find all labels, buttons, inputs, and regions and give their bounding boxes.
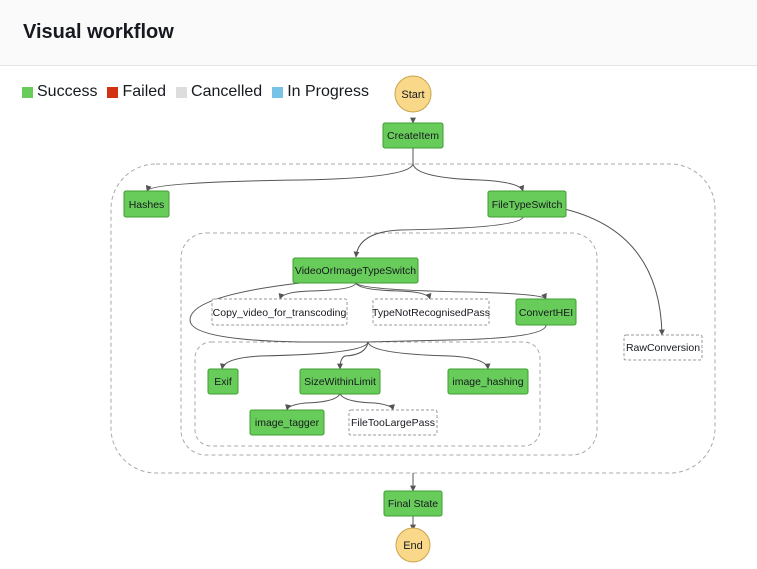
page-header: Visual workflow <box>0 0 757 66</box>
state-label: TypeNotRecognisedPass <box>372 307 490 319</box>
legend-label: Cancelled <box>191 83 263 100</box>
edge-fork-filetypeswitch <box>412 163 525 192</box>
edge-sizewithinlimit-imagetagger <box>285 392 341 411</box>
edge-videoorimage-inner-parallel <box>189 282 368 343</box>
state-label: Hashes <box>129 199 165 211</box>
state-videoorimagetypeswitch[interactable]: VideoOrImageTypeSwitch <box>292 257 419 284</box>
state-hashes[interactable]: Hashes <box>123 190 170 218</box>
legend-item-failed: Failed <box>107 83 166 101</box>
state-filetoolargepass[interactable]: FileTooLargePass <box>348 409 438 436</box>
end-node[interactable]: End <box>395 527 431 563</box>
edge-inner-exif <box>220 341 369 370</box>
state-final-state[interactable]: Final State <box>383 490 443 517</box>
edge-fork-hashes <box>145 163 414 192</box>
edge-filetypeswitch-videoorimage <box>353 216 524 258</box>
start-label: Start <box>401 89 424 101</box>
page-title: Visual workflow <box>23 21 174 43</box>
state-label: RawConversion <box>626 342 700 354</box>
state-label: Final State <box>388 498 438 510</box>
parallel-group-middle <box>180 232 598 456</box>
parallel-group-outer <box>110 163 716 474</box>
state-filetypeswitch[interactable]: FileTypeSwitch <box>487 190 567 218</box>
state-exif[interactable]: Exif <box>207 368 239 395</box>
state-image-tagger[interactable]: image_tagger <box>249 409 325 436</box>
start-node[interactable]: Start <box>394 75 432 113</box>
state-label: FileTypeSwitch <box>492 199 563 211</box>
legend-item-success: Success <box>22 83 97 101</box>
legend-swatch-in-progress <box>272 86 284 98</box>
legend-item-in-progress: In Progress <box>272 83 369 101</box>
state-typenotrecognisedpass[interactable]: TypeNotRecognisedPass <box>372 298 490 326</box>
edge-inner-imagehashing <box>367 341 491 370</box>
legend-label: Success <box>37 83 98 100</box>
state-label: Exif <box>214 376 232 388</box>
legend-label: Failed <box>122 83 167 100</box>
edge-sizewithinlimit-filetoolarge <box>339 392 395 411</box>
edge-videoorimage-copyvideo <box>278 282 357 300</box>
state-label: FileTooLargePass <box>351 417 435 429</box>
state-copy-video-for-transcoding[interactable]: Copy_video_for_transcoding <box>211 298 348 326</box>
state-image-hashing[interactable]: image_hashing <box>447 368 529 395</box>
state-converthei[interactable]: ConvertHEI <box>515 298 577 326</box>
legend-swatch-failed <box>107 86 119 98</box>
edge-videoorimage-typenotrecognised <box>355 282 432 300</box>
state-label: ConvertHEI <box>519 307 573 319</box>
state-rawconversion[interactable]: RawConversion <box>623 334 703 361</box>
state-label: Copy_video_for_transcoding <box>213 307 347 319</box>
state-label: image_tagger <box>255 417 320 429</box>
legend: Success Failed Cancelled In Progress <box>22 82 379 102</box>
end-label: End <box>403 540 423 552</box>
edge-filetypeswitch-rawconversion <box>559 207 665 336</box>
edge-converthei-inner-parallel <box>367 324 547 343</box>
state-sizewithinlimit[interactable]: SizeWithinLimit <box>299 368 381 395</box>
edge-videoorimage-converthei <box>355 282 547 300</box>
state-label: VideoOrImageTypeSwitch <box>295 265 416 277</box>
state-label: CreateItem <box>387 130 439 142</box>
edge-inner-sizewithinlimit <box>337 341 369 370</box>
legend-swatch-cancelled <box>176 86 188 98</box>
legend-swatch-success <box>22 86 33 98</box>
legend-label: In Progress <box>287 83 370 100</box>
state-label: SizeWithinLimit <box>304 376 376 388</box>
state-createitem[interactable]: CreateItem <box>382 122 444 149</box>
legend-item-cancelled: Cancelled <box>176 83 262 101</box>
state-label: image_hashing <box>452 376 523 388</box>
